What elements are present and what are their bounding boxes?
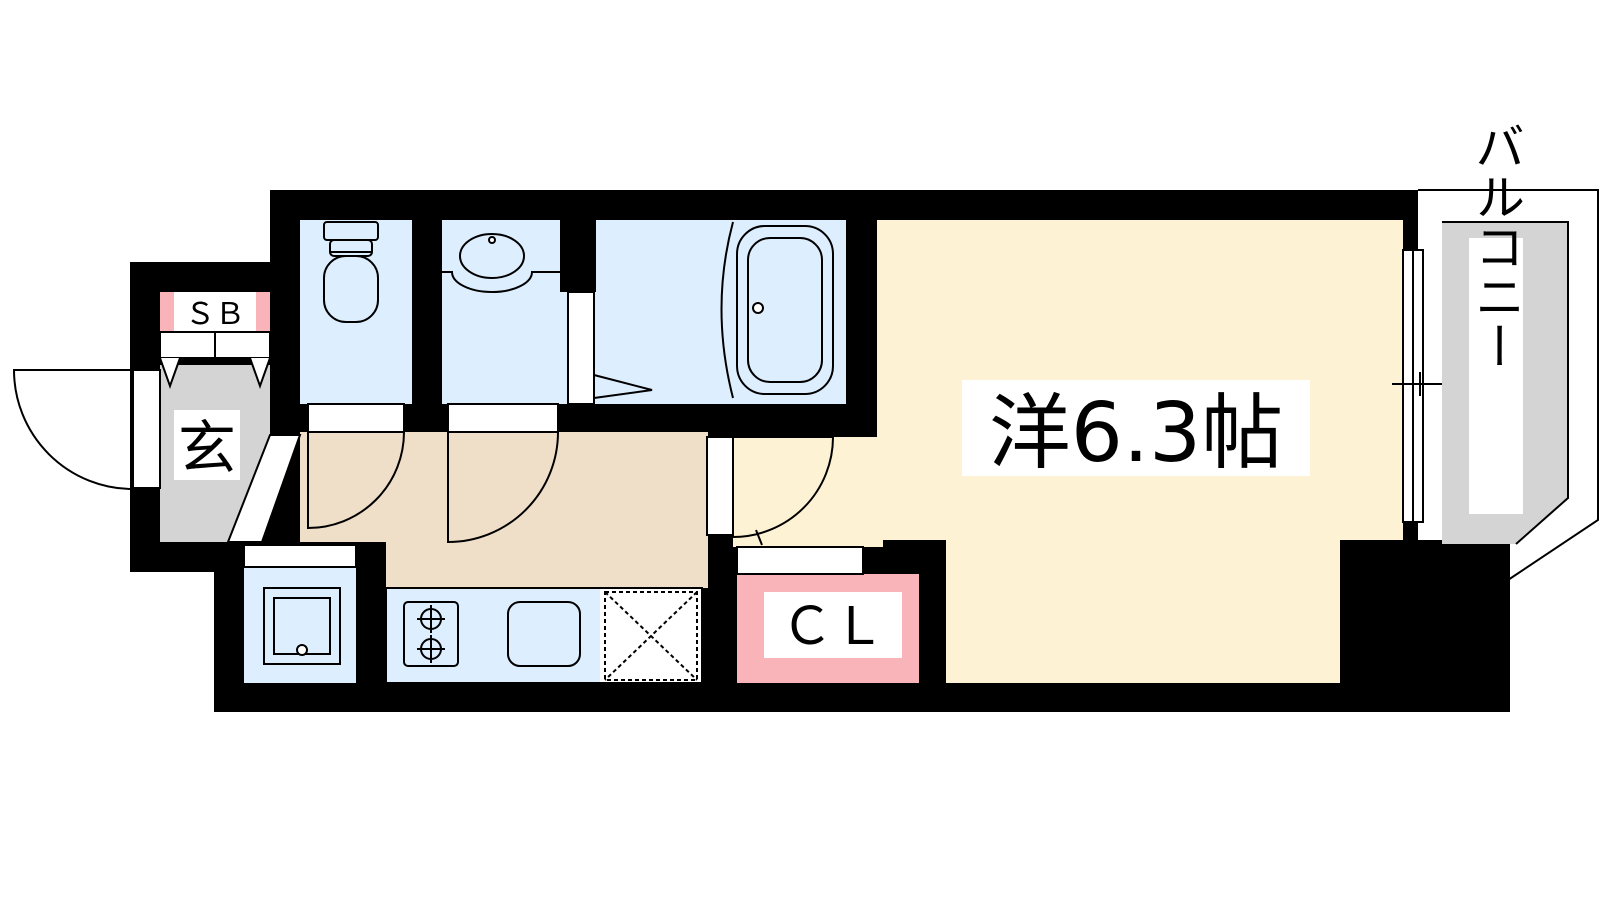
closet-label: ＣＬ xyxy=(781,597,885,657)
refrigerator-space-icon xyxy=(604,591,698,681)
door-frames xyxy=(132,249,1442,575)
washing-machine-pan-icon xyxy=(263,587,341,665)
shoe-box-label: ＳＢ xyxy=(185,297,245,332)
fixtures xyxy=(263,221,834,684)
corridor xyxy=(300,432,708,542)
entrance-label: 玄 xyxy=(178,414,236,482)
door-swings xyxy=(12,369,835,546)
balcony-railing xyxy=(1418,189,1599,581)
stove-icon xyxy=(403,601,459,667)
corridor-lower xyxy=(386,540,708,588)
toilet-icon xyxy=(323,221,379,323)
bathtub-icon xyxy=(720,221,834,399)
main-room-lower xyxy=(946,540,1340,683)
main-room-label: 洋6.3帖 xyxy=(989,386,1283,481)
main-room-door-zone xyxy=(733,437,883,547)
balcony-label: バルコニー xyxy=(1467,121,1525,371)
wash-basin-icon xyxy=(442,233,560,293)
kitchen-sink-icon xyxy=(507,601,581,667)
room-labels: 洋6.3帖 ＳＢ 玄 ＣＬ バルコニー xyxy=(174,121,1525,658)
